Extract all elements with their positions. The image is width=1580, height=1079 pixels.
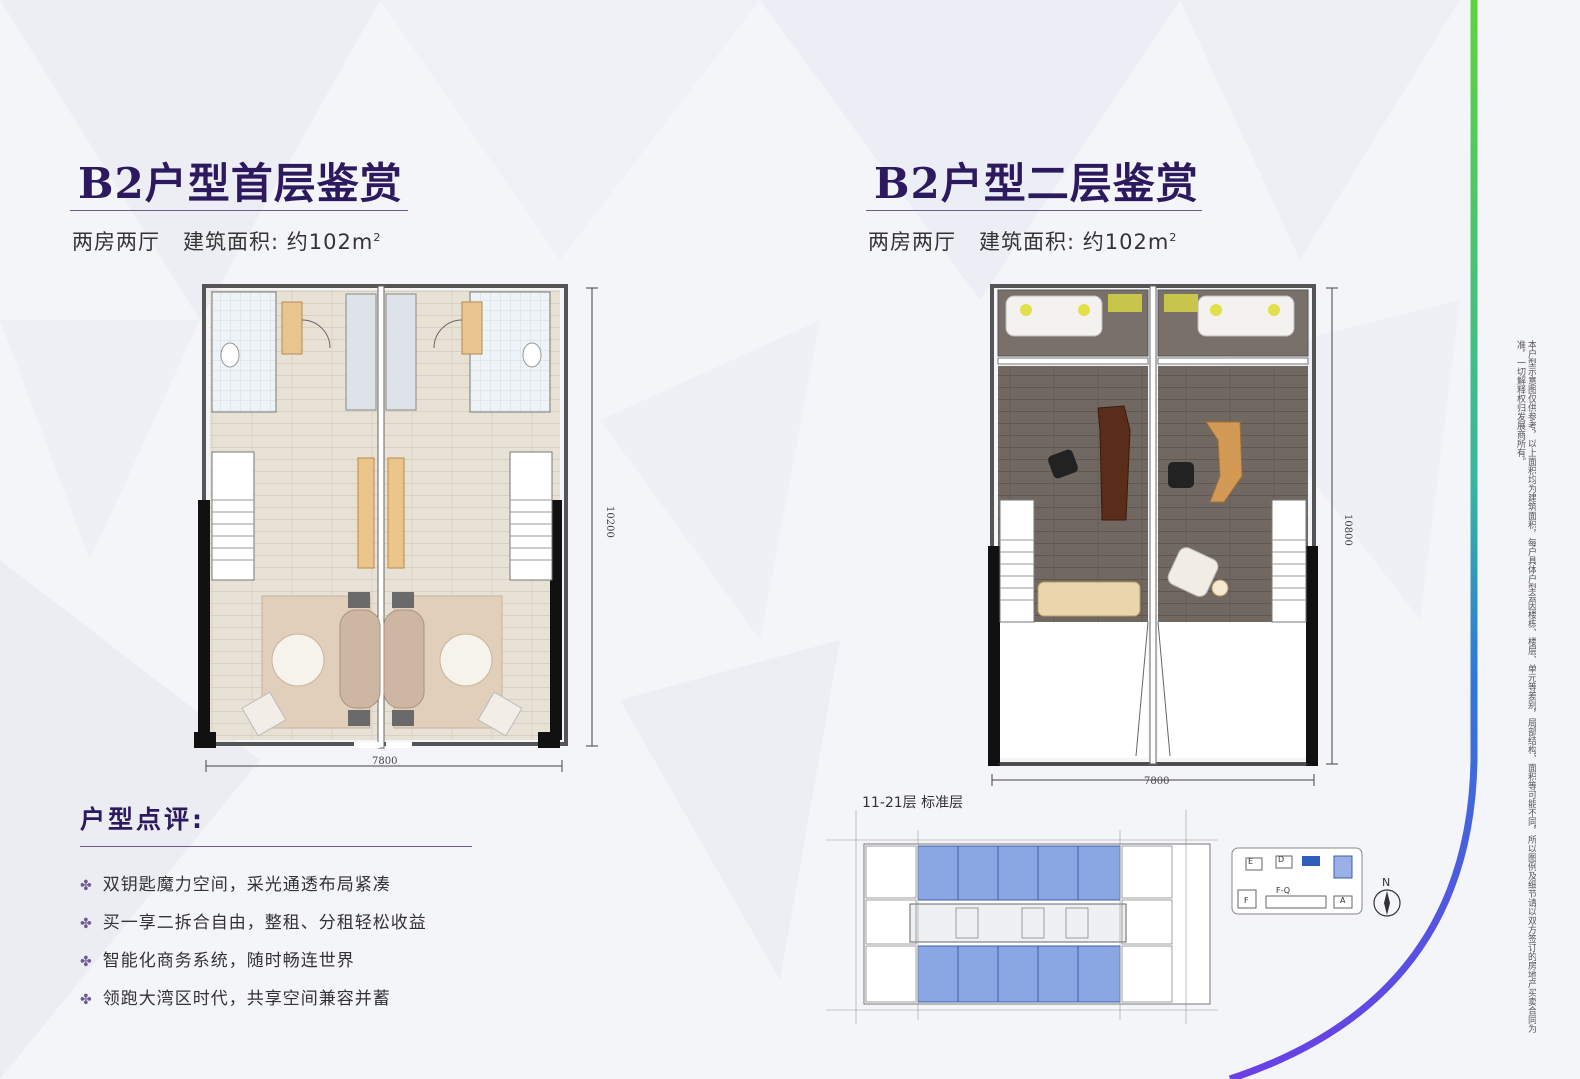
north-label: N (1382, 876, 1391, 889)
ground-width-dimension: 7800 (372, 756, 398, 767)
right-area-label: 建筑面积: (979, 230, 1076, 254)
leaf-bullet-icon: ✤ (80, 954, 93, 970)
north-arrow-icon (1373, 889, 1401, 917)
typical-floor-plan (826, 810, 1218, 1024)
right-layout-text: 两房两厅 (868, 230, 956, 254)
review-list: ✤ 双钥匙魔力空间，采光通透布局紧凑 ✤ 买一享二拆合自由，整租、分租轻松收益 ✤ 智… (80, 866, 427, 1018)
ground-floor-plan (194, 284, 598, 772)
accent-curve (1228, 0, 1478, 1079)
review-item-text: 领跑大湾区时代，共享空间兼容并蓄 (102, 989, 391, 1009)
leaf-bullet-icon: ✤ (80, 916, 93, 932)
right-page-title: B2户型二层鉴赏 (874, 159, 1199, 208)
site-key-map (1231, 847, 1363, 915)
review-item: ✤ 智能化商务系统，随时畅连世界 (80, 942, 427, 980)
review-item-text: 双钥匙魔力空间，采光通透布局紧凑 (102, 875, 391, 895)
right-area-sup: 2 (1169, 231, 1178, 244)
review-item: ✤ 双钥匙魔力空间，采光通透布局紧凑 (80, 866, 427, 904)
left-layout-text: 两房两厅 (72, 230, 160, 254)
left-area-sup: 2 (373, 231, 382, 244)
upper-height-dimension: 10800 (1342, 514, 1353, 546)
right-subtitle: 两房两厅 建筑面积: 约102m2 (868, 226, 1177, 256)
right-area-value: 约102m (1082, 230, 1170, 254)
upper-width-dimension: 7800 (1144, 776, 1170, 787)
site-label-fq: F-Q (1276, 886, 1291, 895)
left-area-value: 约102m (286, 230, 374, 254)
ground-height-dimension: 10200 (604, 506, 615, 538)
typical-floor-label: 11-21层 标准层 (862, 795, 964, 811)
review-item-text: 买一享二拆合自由，整租、分租轻松收益 (102, 913, 427, 933)
disclaimer-text: 本户型示意图仅供参考，以上面积均为建筑面积，每户具体户型会因楼栋、楼层、单元等差… (1515, 340, 1536, 1033)
review-rule (80, 846, 472, 847)
leaf-bullet-icon: ✤ (80, 878, 93, 894)
site-label-a: A (1340, 896, 1346, 905)
left-area-label: 建筑面积: (183, 230, 280, 254)
left-subtitle: 两房两厅 建筑面积: 约102m2 (72, 226, 381, 256)
left-title-rule (70, 210, 408, 211)
upper-floor-plan (988, 284, 1338, 786)
review-title: 户型点评: (80, 805, 205, 834)
review-item: ✤ 买一享二拆合自由，整租、分租轻松收益 (80, 904, 427, 942)
review-item-text: 智能化商务系统，随时畅连世界 (102, 951, 355, 971)
site-label-f: F (1244, 896, 1249, 905)
review-item: ✤ 领跑大湾区时代，共享空间兼容并蓄 (80, 980, 427, 1018)
right-title-rule (866, 210, 1202, 211)
site-label-e: E (1248, 857, 1254, 866)
site-label-d: D (1278, 855, 1285, 864)
leaf-bullet-icon: ✤ (80, 992, 93, 1008)
left-page-title: B2户型首层鉴赏 (78, 159, 403, 208)
